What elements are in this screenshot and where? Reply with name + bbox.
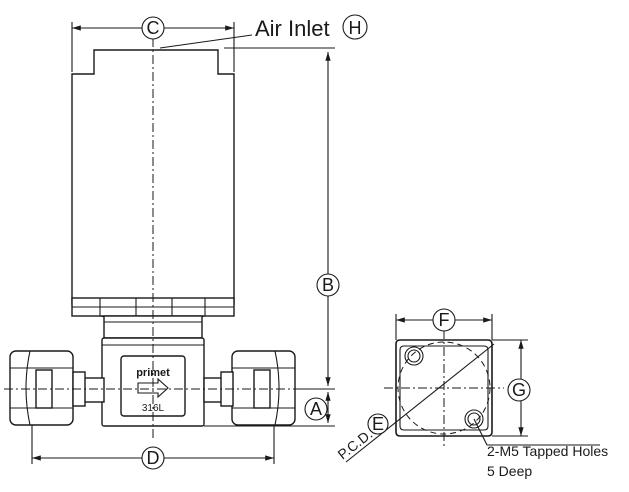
dim-label-f [432,308,456,332]
bottom-view: F G P.C.D. E 2-M5 Tapped Holes 5 Deep [334,308,608,479]
svg-text:H: H [349,18,362,38]
left-tube [83,377,105,403]
tapped-holes-note: 2-M5 Tapped Holes [487,443,608,459]
tapped-holes-depth: 5 Deep [487,463,532,479]
svg-text:B: B [322,275,334,295]
tapped-hole-bottom-right [464,409,484,429]
svg-text:D: D [147,448,160,468]
dim-label-b [316,273,340,297]
flow-arrow-icon [137,377,169,399]
dim-label-c [141,16,165,40]
svg-text:E: E [372,414,384,434]
pcd-leader [345,343,495,463]
svg-text:F: F [439,310,450,330]
air-inlet-label: Air Inlet [255,16,330,41]
dim-label-h [342,14,368,40]
svg-text:G: G [512,380,526,400]
bottom-view-outline [395,339,493,437]
dim-label-e [367,413,389,435]
svg-text:A: A [310,399,322,419]
svg-text:C: C [147,18,160,38]
dim-label-g [507,378,531,402]
dim-label-a [304,397,328,421]
front-view: primet 316L C Air Inlet [4,14,368,470]
air-inlet-leader [159,34,253,49]
tapped-hole-top-left [404,346,424,366]
dim-label-d [141,446,165,470]
tapped-holes-leader [473,418,488,446]
